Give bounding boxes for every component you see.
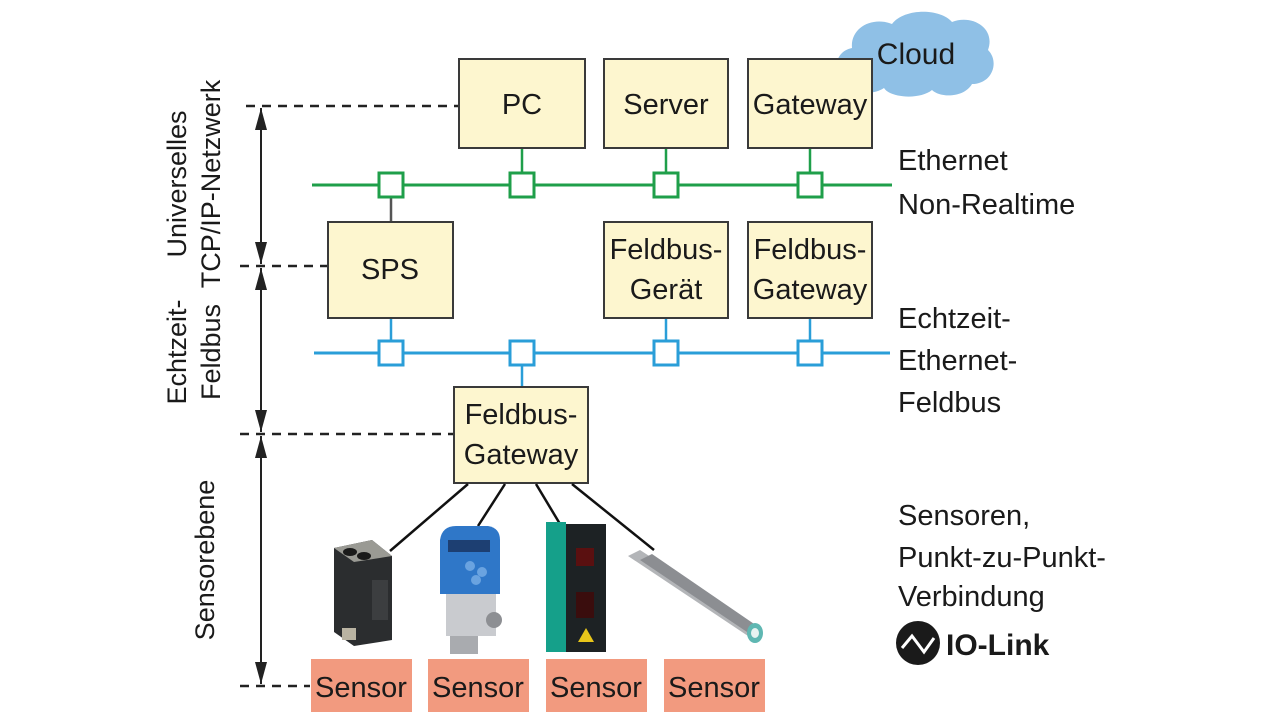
device-sps: SPS <box>327 221 454 319</box>
svg-text:Feldbus-: Feldbus- <box>754 234 867 266</box>
svg-text:Feldbus: Feldbus <box>196 304 226 400</box>
level-label-fieldbus: Echtzeit- Feldbus <box>162 299 226 404</box>
iolink-logo: IO-Link <box>896 621 1050 665</box>
svg-text:Echtzeit-: Echtzeit- <box>898 303 1011 335</box>
cloud: Cloud <box>836 11 994 97</box>
sensor-label-2: Sensor <box>428 659 529 712</box>
svg-text:Sensor: Sensor <box>550 672 642 704</box>
fieldbus-node <box>652 339 680 367</box>
fieldbus-node <box>796 339 824 367</box>
device-feldbus-geraet: Feldbus- Gerät <box>603 221 729 319</box>
svg-text:Universelles: Universelles <box>162 110 192 257</box>
fieldbus-node <box>377 339 405 367</box>
svg-text:Gateway: Gateway <box>464 439 579 471</box>
sensor-wire <box>534 483 562 525</box>
svg-text:Non-Realtime: Non-Realtime <box>898 189 1075 221</box>
ethernet-nonrealtime-label: Ethernet Non-Realtime <box>898 145 1075 221</box>
level-arrow-tcpip <box>255 108 267 264</box>
level-label-tcpip: Universelles TCP/IP-Netzwerk <box>162 79 226 288</box>
device-pc: PC <box>458 58 586 149</box>
svg-text:IO-Link: IO-Link <box>946 629 1050 662</box>
svg-text:Sensor: Sensor <box>315 672 407 704</box>
sensor-wire <box>389 483 469 552</box>
svg-text:TCP/IP-Netzwerk: TCP/IP-Netzwerk <box>196 79 226 288</box>
fieldbus-node <box>508 339 536 367</box>
ethernet-node <box>377 171 405 199</box>
level-arrow-sensor <box>255 436 267 684</box>
svg-text:Ethernet: Ethernet <box>898 145 1008 177</box>
device-feldbus-gateway-lower: Feldbus- Gateway <box>453 386 589 484</box>
svg-text:PC: PC <box>502 89 542 121</box>
cloud-shape <box>836 11 994 97</box>
sensor-image-pressure <box>440 526 502 654</box>
svg-text:Gateway: Gateway <box>753 274 868 306</box>
svg-text:Feldbus-: Feldbus- <box>610 234 723 266</box>
realtime-fieldbus-label: Echtzeit- Ethernet- Feldbus <box>898 303 1017 419</box>
svg-text:Sensorebene: Sensorebene <box>190 480 220 641</box>
sensor-image-photoelectric <box>334 540 392 646</box>
svg-text:Feldbus: Feldbus <box>898 387 1001 419</box>
svg-text:SPS: SPS <box>361 254 419 286</box>
ethernet-node <box>652 171 680 199</box>
sensor-image-cylindrical <box>628 550 763 643</box>
svg-text:Punkt-zu-Punkt-: Punkt-zu-Punkt- <box>898 542 1106 574</box>
ethernet-node <box>508 171 536 199</box>
sensor-wire <box>476 483 507 527</box>
svg-text:Ethernet-: Ethernet- <box>898 345 1017 377</box>
sensor-image-optical <box>546 522 606 652</box>
level-label-sensor: Sensorebene <box>190 480 220 641</box>
device-feldbus-gateway-upper: Feldbus- Gateway <box>747 221 873 319</box>
svg-text:Sensoren,: Sensoren, <box>898 500 1030 532</box>
ethernet-node <box>796 171 824 199</box>
sensor-label-4: Sensor <box>664 659 765 712</box>
svg-text:Verbindung: Verbindung <box>898 581 1045 613</box>
svg-text:Gateway: Gateway <box>753 89 868 121</box>
cloud-label: Cloud <box>877 38 955 71</box>
svg-text:Feldbus-: Feldbus- <box>465 399 578 431</box>
level-arrow-fieldbus <box>255 268 267 432</box>
device-gateway: Gateway <box>747 58 873 149</box>
svg-text:Server: Server <box>623 89 709 121</box>
sensor-caption: Sensoren, Punkt-zu-Punkt- Verbindung <box>898 500 1106 613</box>
sensor-label-3: Sensor <box>546 659 647 712</box>
svg-text:Echtzeit-: Echtzeit- <box>162 299 192 404</box>
sensor-wire <box>571 483 655 551</box>
device-server: Server <box>603 58 729 149</box>
sensor-label-1: Sensor <box>311 659 412 712</box>
svg-text:Sensor: Sensor <box>432 672 524 704</box>
svg-text:Gerät: Gerät <box>630 274 703 306</box>
svg-text:Sensor: Sensor <box>668 672 760 704</box>
